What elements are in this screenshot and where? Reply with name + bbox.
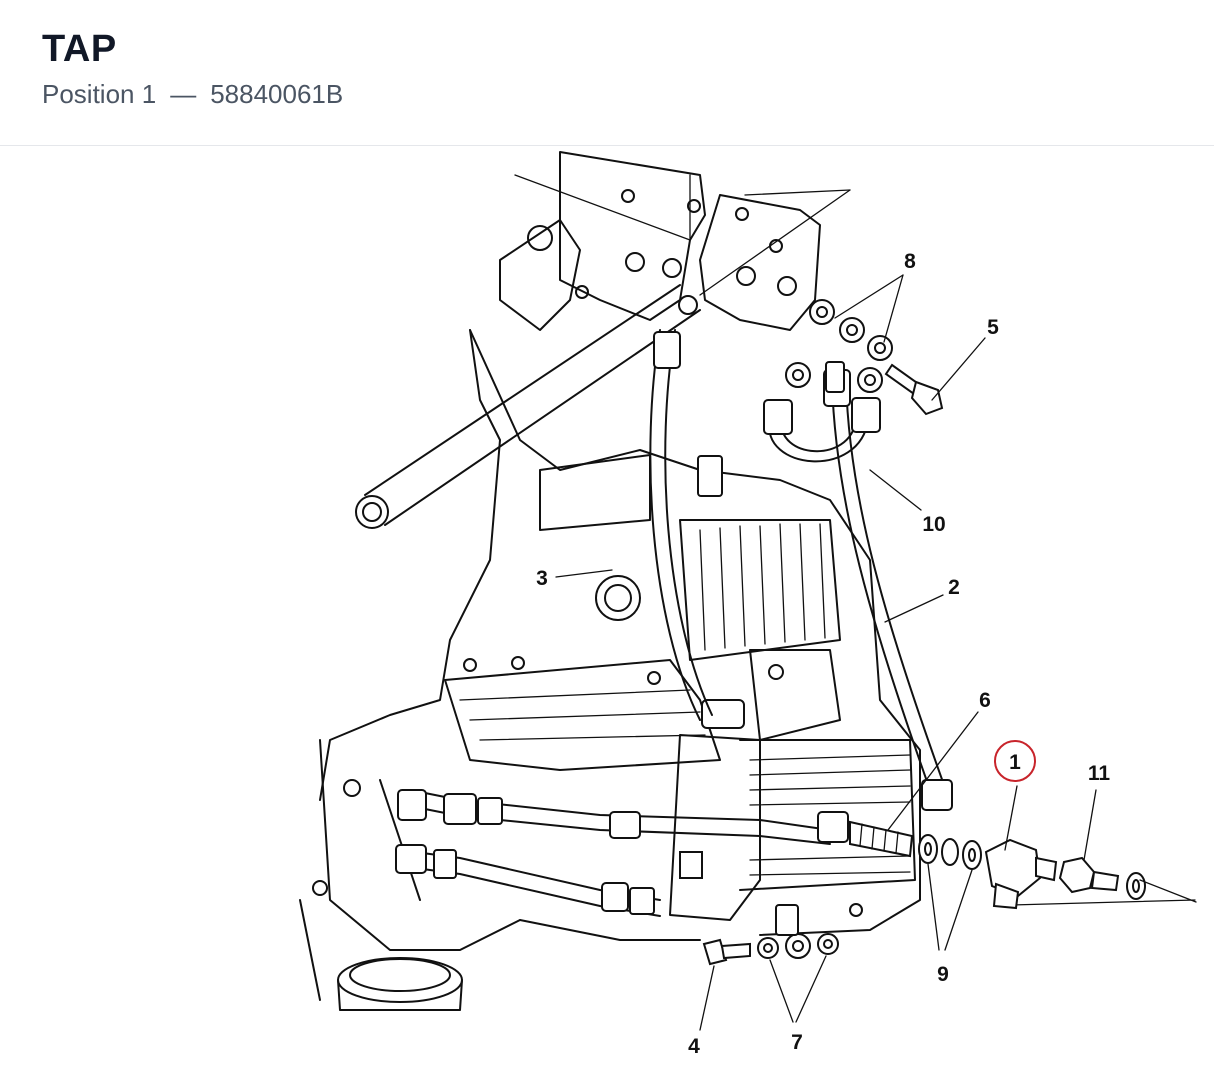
callout-6[interactable]: 6: [979, 689, 991, 712]
callout-11[interactable]: 11: [1088, 762, 1111, 785]
hose-lines: [395, 329, 953, 917]
engine-assembly-illustration: [299, 151, 1196, 1011]
page-subtitle: Position 1 — 58840061B: [42, 79, 343, 110]
callout-3[interactable]: 3: [536, 567, 548, 590]
highlight-ring: [994, 740, 1036, 782]
callout-9[interactable]: 9: [937, 963, 949, 986]
page-title: TAP: [42, 28, 117, 70]
callout-2[interactable]: 2: [948, 576, 960, 599]
callout-10[interactable]: 10: [922, 513, 945, 536]
callout-8[interactable]: 8: [904, 250, 916, 273]
callout-7[interactable]: 7: [791, 1031, 803, 1054]
exploded-parts-diagram: 1 2 3 4 5 6 7 8 9 10 11: [0, 147, 1214, 1083]
part-number: 58840061B: [210, 79, 344, 109]
exploded-hardware: [702, 299, 1197, 966]
page-header: TAP Position 1 — 58840061B: [0, 0, 1214, 146]
callout-leaders: [555, 274, 1097, 1031]
callout-5[interactable]: 5: [987, 316, 999, 339]
callout-4[interactable]: 4: [688, 1035, 700, 1058]
callout-labels: 1 2 3 4 5 6 7 8 9 10 11: [536, 250, 1110, 1058]
callout-1[interactable]: 1: [1009, 751, 1021, 774]
subtitle-separator: —: [170, 79, 197, 109]
position-label: Position 1: [42, 79, 157, 109]
